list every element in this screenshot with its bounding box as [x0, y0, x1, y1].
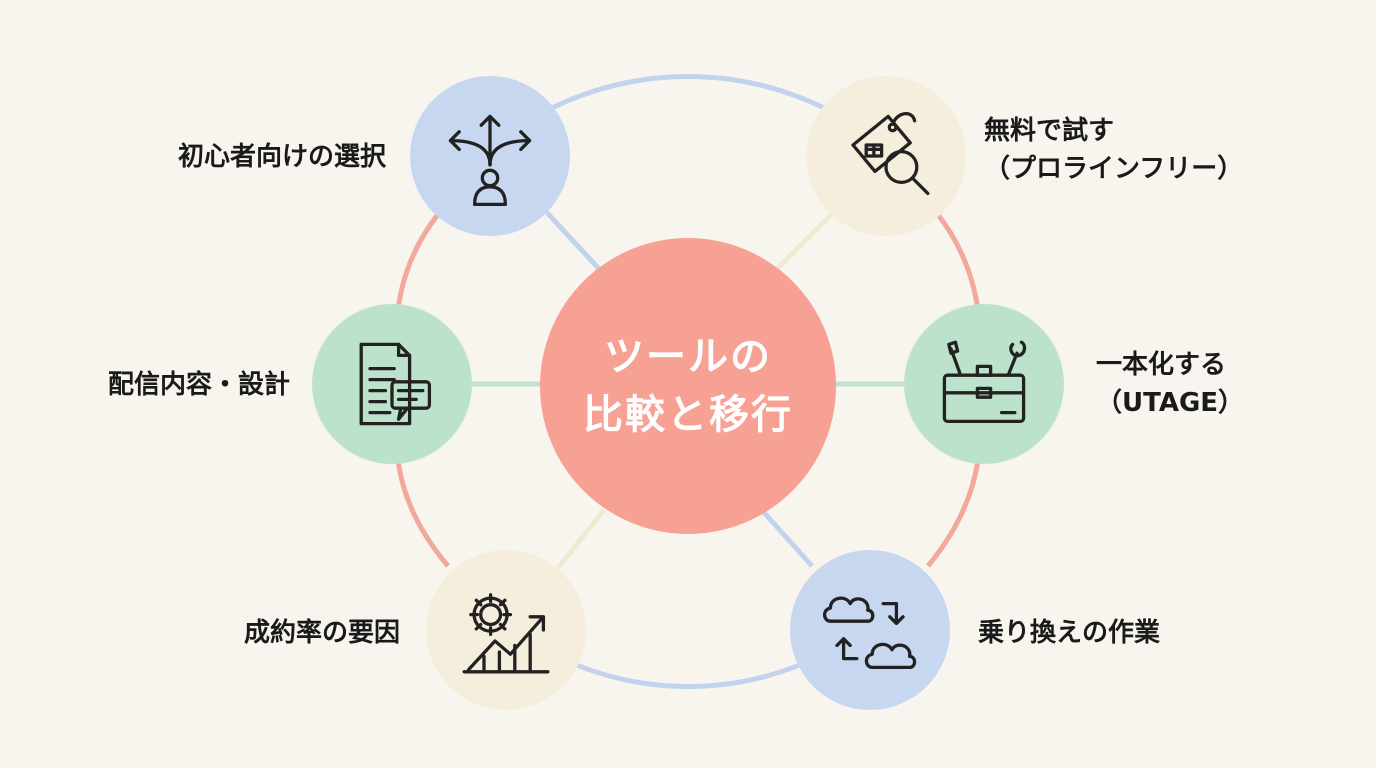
center-title-line2: 比較と移行	[583, 392, 793, 438]
spoke-top-left	[538, 203, 602, 272]
label-conversion-factors: 成約率の要因	[243, 618, 400, 648]
ring-left-upper	[395, 210, 442, 311]
node-conversion-factors	[426, 550, 586, 710]
label-beginner-choice: 初心者向けの選択	[177, 142, 386, 172]
label-free-trial: 無料で試す （プロラインフリー）	[984, 116, 1244, 184]
spoke-top-right	[774, 210, 836, 272]
gear-growth-chart-icon	[462, 593, 550, 674]
cloud-sync-icon	[822, 596, 917, 670]
ring-right-lower	[926, 459, 981, 568]
node-beginner-choice	[410, 76, 570, 236]
spoke-bottom-left	[556, 508, 606, 570]
ring-left-lower	[395, 459, 450, 568]
price-tag-magnifier-icon	[851, 112, 930, 196]
ring-bottom	[573, 661, 803, 689]
node-consolidate	[904, 304, 1064, 464]
label-consolidate: 一本化する （UTAGE）	[1096, 350, 1245, 418]
label-migration-work: 乗り換えの作業	[978, 618, 1161, 648]
document-chat-icon	[359, 342, 432, 426]
label-delivery-design: 配信内容・設計	[107, 370, 290, 400]
spoke-bottom-right	[758, 506, 814, 568]
ring-right-upper	[934, 210, 981, 311]
node-migration-work	[790, 550, 950, 710]
branching-arrows-person-icon	[448, 114, 532, 207]
ring-top	[542, 74, 834, 115]
node-delivery-design	[312, 304, 472, 464]
center-title-line1: ツールの	[604, 334, 772, 380]
node-free-trial	[806, 76, 966, 236]
toolbox-icon	[942, 340, 1027, 424]
center-hub: ツールの 比較と移行	[540, 238, 836, 534]
